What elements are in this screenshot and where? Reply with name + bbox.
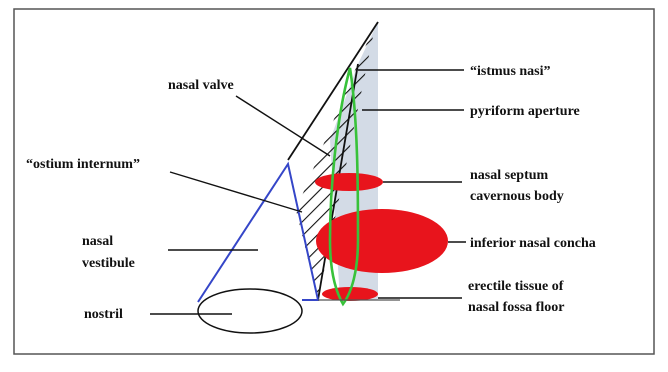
vestibule-cone-outline — [198, 164, 318, 302]
label-pyriform-aperture: pyriform aperture — [470, 104, 580, 119]
label-erectile-tissue-line2: nasal fossa floor — [468, 300, 564, 315]
nostril-ellipse — [198, 289, 302, 333]
label-nasal-vestibule-line2: vestibule — [82, 256, 135, 271]
label-nasal-septum-line1: nasal septum — [470, 168, 549, 183]
label-inferior-nasal-concha: inferior nasal concha — [470, 236, 596, 251]
label-ostium-internum: “ostium internum” — [26, 157, 140, 172]
label-nasal-septum-line2: cavernous body — [470, 189, 564, 204]
label-istmus-nasi: “istmus nasi” — [470, 64, 551, 79]
label-nasal-valve: nasal valve — [168, 78, 234, 93]
label-nostril: nostril — [84, 307, 123, 322]
label-nasal-vestibule-line1: nasal — [82, 234, 113, 249]
nasal-septum-cavernous-body — [315, 173, 383, 191]
label-erectile-tissue-line1: erectile tissue of — [468, 279, 564, 294]
inferior-nasal-concha-body — [316, 209, 448, 273]
